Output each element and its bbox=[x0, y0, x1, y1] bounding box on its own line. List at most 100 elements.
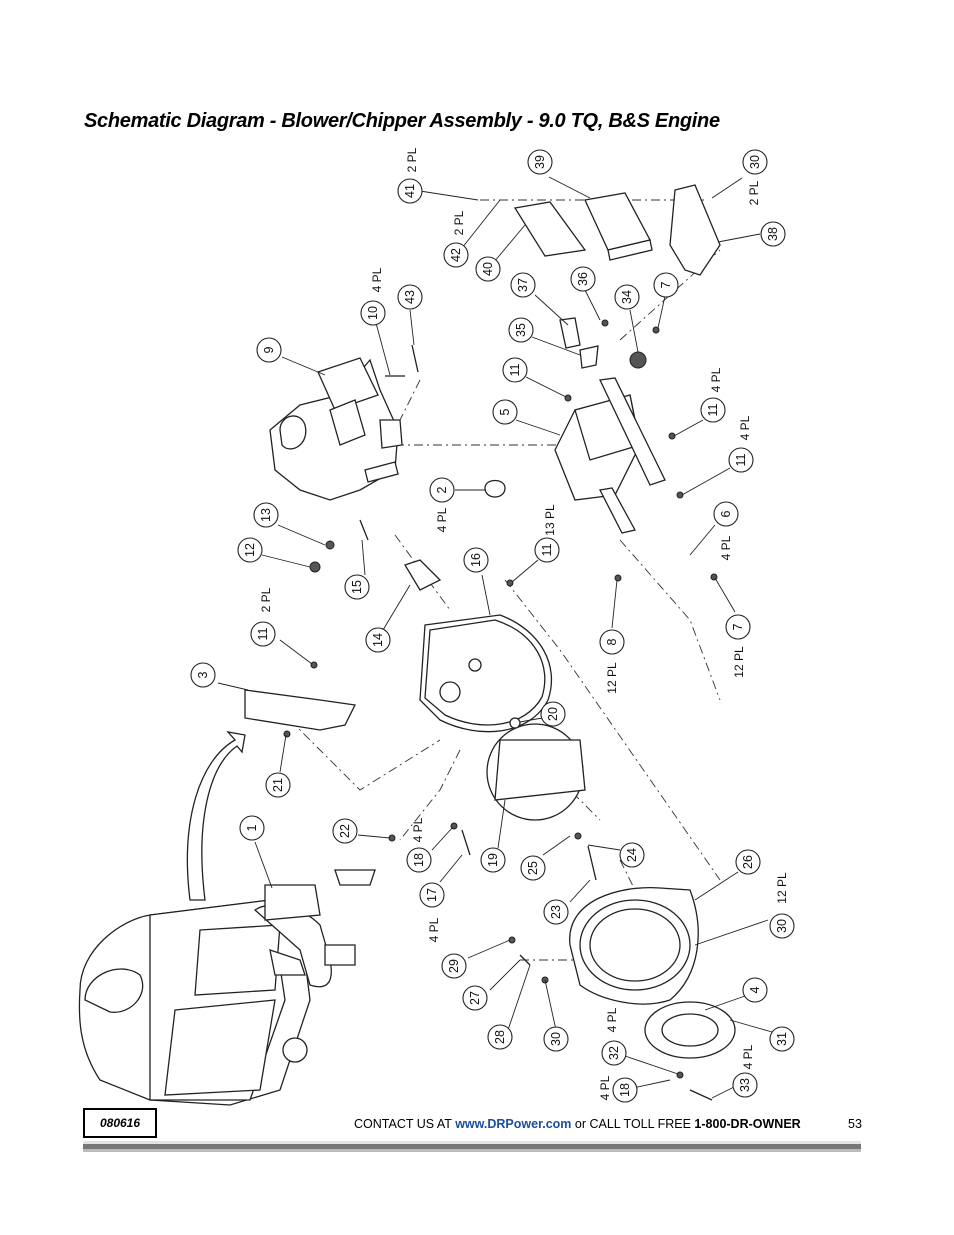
quantity-label: 4 PL bbox=[738, 415, 752, 440]
document-code: 080616 bbox=[83, 1108, 157, 1138]
callout-33: 33 bbox=[732, 1072, 758, 1098]
svg-text:2 PL: 2 PL bbox=[405, 147, 419, 172]
callout-5: 5 bbox=[492, 399, 518, 425]
blower-housing-front bbox=[569, 886, 699, 1005]
svg-text:4 PL: 4 PL bbox=[741, 1044, 755, 1069]
callout-number: 11 bbox=[508, 363, 522, 376]
impeller-fan bbox=[486, 717, 586, 821]
svg-text:2 PL: 2 PL bbox=[452, 210, 466, 235]
callout-15: 15 bbox=[344, 574, 370, 600]
svg-text:4 PL: 4 PL bbox=[719, 535, 733, 560]
callout-number: 26 bbox=[741, 855, 755, 869]
callout-number: 40 bbox=[481, 262, 495, 276]
callout-24: 24 bbox=[619, 842, 645, 868]
callout-4: 4 bbox=[742, 977, 768, 1003]
footer-contact: CONTACT US AT www.DRPower.com or CALL TO… bbox=[354, 1117, 801, 1131]
callout-number: 5 bbox=[498, 408, 512, 415]
chute-part-3 bbox=[244, 689, 356, 731]
quantity-label: 4 PL bbox=[435, 507, 449, 532]
callout-7: 7 bbox=[725, 614, 751, 640]
callout-39: 39 bbox=[527, 149, 553, 175]
callout-28: 28 bbox=[487, 1024, 513, 1050]
quantity-label: 13 PL bbox=[543, 504, 557, 536]
quantity-label: 12 PL bbox=[732, 646, 746, 678]
callout-number: 14 bbox=[371, 633, 385, 647]
callout-27: 27 bbox=[462, 985, 488, 1011]
callout-number: 39 bbox=[533, 155, 547, 169]
footer-rule bbox=[83, 1141, 861, 1152]
callout-number: 32 bbox=[607, 1046, 621, 1060]
svg-text:4 PL: 4 PL bbox=[738, 415, 752, 440]
callout-30: 30 bbox=[543, 1026, 569, 1052]
svg-text:4 PL: 4 PL bbox=[605, 1007, 619, 1032]
callout-11: 11 bbox=[250, 621, 276, 647]
callout-29: 29 bbox=[441, 953, 467, 979]
callout-13: 13 bbox=[253, 502, 279, 528]
callout-37: 37 bbox=[510, 272, 536, 298]
callout-number: 41 bbox=[403, 184, 417, 198]
assembly-arrow bbox=[186, 731, 246, 901]
quantity-label: 2 PL bbox=[452, 210, 466, 235]
quantity-labels: 2 PL 2 PL 2 PL 4 PL 4 PL 4 PL 4 PL 13 PL 4 PL 2 P… bbox=[259, 147, 789, 1100]
callout-number: 35 bbox=[514, 323, 528, 337]
svg-text:12 PL: 12 PL bbox=[775, 872, 789, 904]
quantity-label: 2 PL bbox=[405, 147, 419, 172]
callout-8: 8 bbox=[599, 629, 625, 655]
callout-40: 40 bbox=[475, 256, 501, 282]
quantity-label: 2 PL bbox=[747, 180, 761, 205]
callout-number: 33 bbox=[738, 1078, 752, 1092]
svg-text:12 PL: 12 PL bbox=[605, 662, 619, 694]
callout-number: 36 bbox=[576, 272, 590, 286]
callout-number: 10 bbox=[366, 306, 380, 320]
page-title: Schematic Diagram - Blower/Chipper Assem… bbox=[84, 110, 720, 132]
callout-number: 22 bbox=[338, 824, 352, 838]
callout-16: 16 bbox=[463, 547, 489, 573]
callout-11: 11 bbox=[502, 357, 528, 383]
blower-housing-back bbox=[404, 559, 553, 733]
quantity-label: 4 PL bbox=[370, 267, 384, 292]
svg-text:4 PL: 4 PL bbox=[411, 817, 425, 842]
callout-number: 31 bbox=[775, 1032, 789, 1046]
callout-number: 8 bbox=[605, 638, 619, 645]
phone-number: 1-800-DR-OWNER bbox=[694, 1117, 801, 1131]
callout-number: 11 bbox=[706, 403, 720, 416]
page-number: 53 bbox=[848, 1117, 862, 1131]
callout-9: 9 bbox=[256, 337, 282, 363]
callout-38: 38 bbox=[760, 221, 786, 247]
website-link[interactable]: www.DRPower.com bbox=[455, 1117, 572, 1131]
callout-20: 20 bbox=[540, 701, 566, 727]
svg-text:2 PL: 2 PL bbox=[259, 587, 273, 612]
callout-number: 23 bbox=[549, 905, 563, 919]
callout-6: 6 bbox=[713, 501, 739, 527]
callout-number: 11 bbox=[540, 543, 554, 556]
callout-36: 36 bbox=[570, 266, 596, 292]
callout-10: 10 bbox=[360, 300, 386, 326]
callout-22: 22 bbox=[332, 818, 358, 844]
callout-number: 24 bbox=[625, 848, 639, 862]
callout-30: 30 bbox=[742, 149, 768, 175]
inlet-ring bbox=[644, 1001, 736, 1059]
svg-text:4 PL: 4 PL bbox=[435, 507, 449, 532]
callout-number: 19 bbox=[486, 853, 500, 867]
svg-text:12 PL: 12 PL bbox=[732, 646, 746, 678]
callout-number: 13 bbox=[259, 508, 273, 522]
callout-number: 15 bbox=[350, 580, 364, 594]
callout-number: 3 bbox=[196, 671, 210, 678]
callout-number: 27 bbox=[468, 991, 482, 1005]
quantity-label: 4 PL bbox=[741, 1044, 755, 1069]
contact-middle: or CALL TOLL FREE bbox=[574, 1117, 691, 1131]
callout-14: 14 bbox=[365, 627, 391, 653]
callout-number: 4 bbox=[748, 986, 762, 993]
callout-34: 34 bbox=[614, 284, 640, 310]
callout-23: 23 bbox=[543, 899, 569, 925]
contact-prefix: CONTACT US AT bbox=[354, 1117, 452, 1131]
callout-11: 11 bbox=[728, 447, 754, 473]
callout-1: 1 bbox=[239, 815, 265, 841]
callout-number: 28 bbox=[493, 1030, 507, 1044]
quantity-label: 4 PL bbox=[709, 367, 723, 392]
callout-number: 7 bbox=[659, 281, 673, 288]
callout-number: 11 bbox=[734, 453, 748, 466]
assembled-machine bbox=[78, 869, 376, 1106]
callout-number: 25 bbox=[526, 861, 540, 875]
